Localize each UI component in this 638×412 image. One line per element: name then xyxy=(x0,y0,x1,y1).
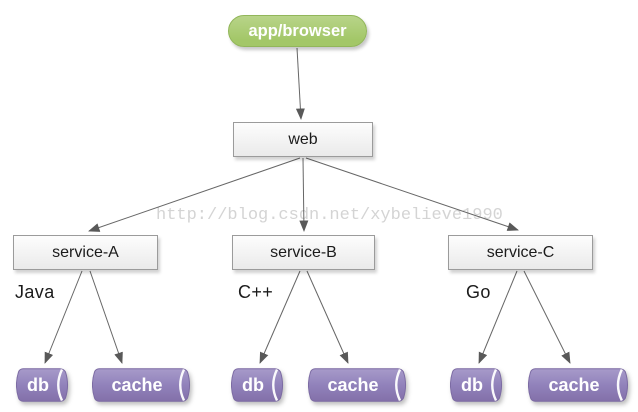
node-cache-b: cache xyxy=(307,368,408,402)
watermark-text: http://blog.csdn.net/xybelieve1990 xyxy=(156,206,503,225)
edge-service-a-cache xyxy=(89,270,123,364)
tech-label-cpp: C++ xyxy=(238,282,274,302)
node-cache-a: cache xyxy=(91,368,192,402)
cache-cylinder-icon xyxy=(91,368,191,402)
edge-web-service-c xyxy=(305,157,519,231)
edge-service-c-cache xyxy=(523,270,571,364)
node-cache-c: cache xyxy=(527,368,630,402)
db-cylinder-icon xyxy=(15,368,69,402)
db-cylinder-icon xyxy=(230,368,284,402)
node-cache-c-label: cache xyxy=(548,374,600,395)
edge-service-b-cache xyxy=(306,270,349,364)
node-db-a-label: db xyxy=(27,374,49,395)
node-app-browser: app/browser xyxy=(228,15,367,47)
tech-label-go: Go xyxy=(466,282,491,302)
db-cylinder-icon xyxy=(449,368,503,402)
tech-label-java: Java xyxy=(15,282,55,302)
node-db-a: db xyxy=(15,368,70,402)
node-service-c-label: service-C xyxy=(486,243,555,261)
node-app-browser-label: app/browser xyxy=(248,21,347,40)
node-cache-b-label: cache xyxy=(327,374,379,395)
node-db-c: db xyxy=(449,368,504,402)
edge-web-service-b xyxy=(299,157,309,232)
node-service-a: service-A xyxy=(13,235,158,270)
node-service-c: service-C xyxy=(448,235,593,270)
edge-service-b-db xyxy=(259,270,301,364)
node-cache-a-label: cache xyxy=(111,374,163,395)
edge-web-service-a xyxy=(88,157,301,232)
node-db-c-label: db xyxy=(461,374,483,395)
cache-cylinder-icon xyxy=(527,368,629,402)
edge-service-c-db xyxy=(478,270,518,364)
node-db-b-label: db xyxy=(242,374,264,395)
edge-service-a-db xyxy=(44,270,83,364)
cache-cylinder-icon xyxy=(307,368,407,402)
node-web: web xyxy=(233,122,373,157)
node-service-b-label: service-B xyxy=(270,243,337,261)
node-service-b: service-B xyxy=(232,235,375,270)
node-web-label: web xyxy=(288,130,318,148)
node-service-a-label: service-A xyxy=(52,243,119,261)
node-db-b: db xyxy=(230,368,285,402)
edge-app-web xyxy=(295,47,305,120)
